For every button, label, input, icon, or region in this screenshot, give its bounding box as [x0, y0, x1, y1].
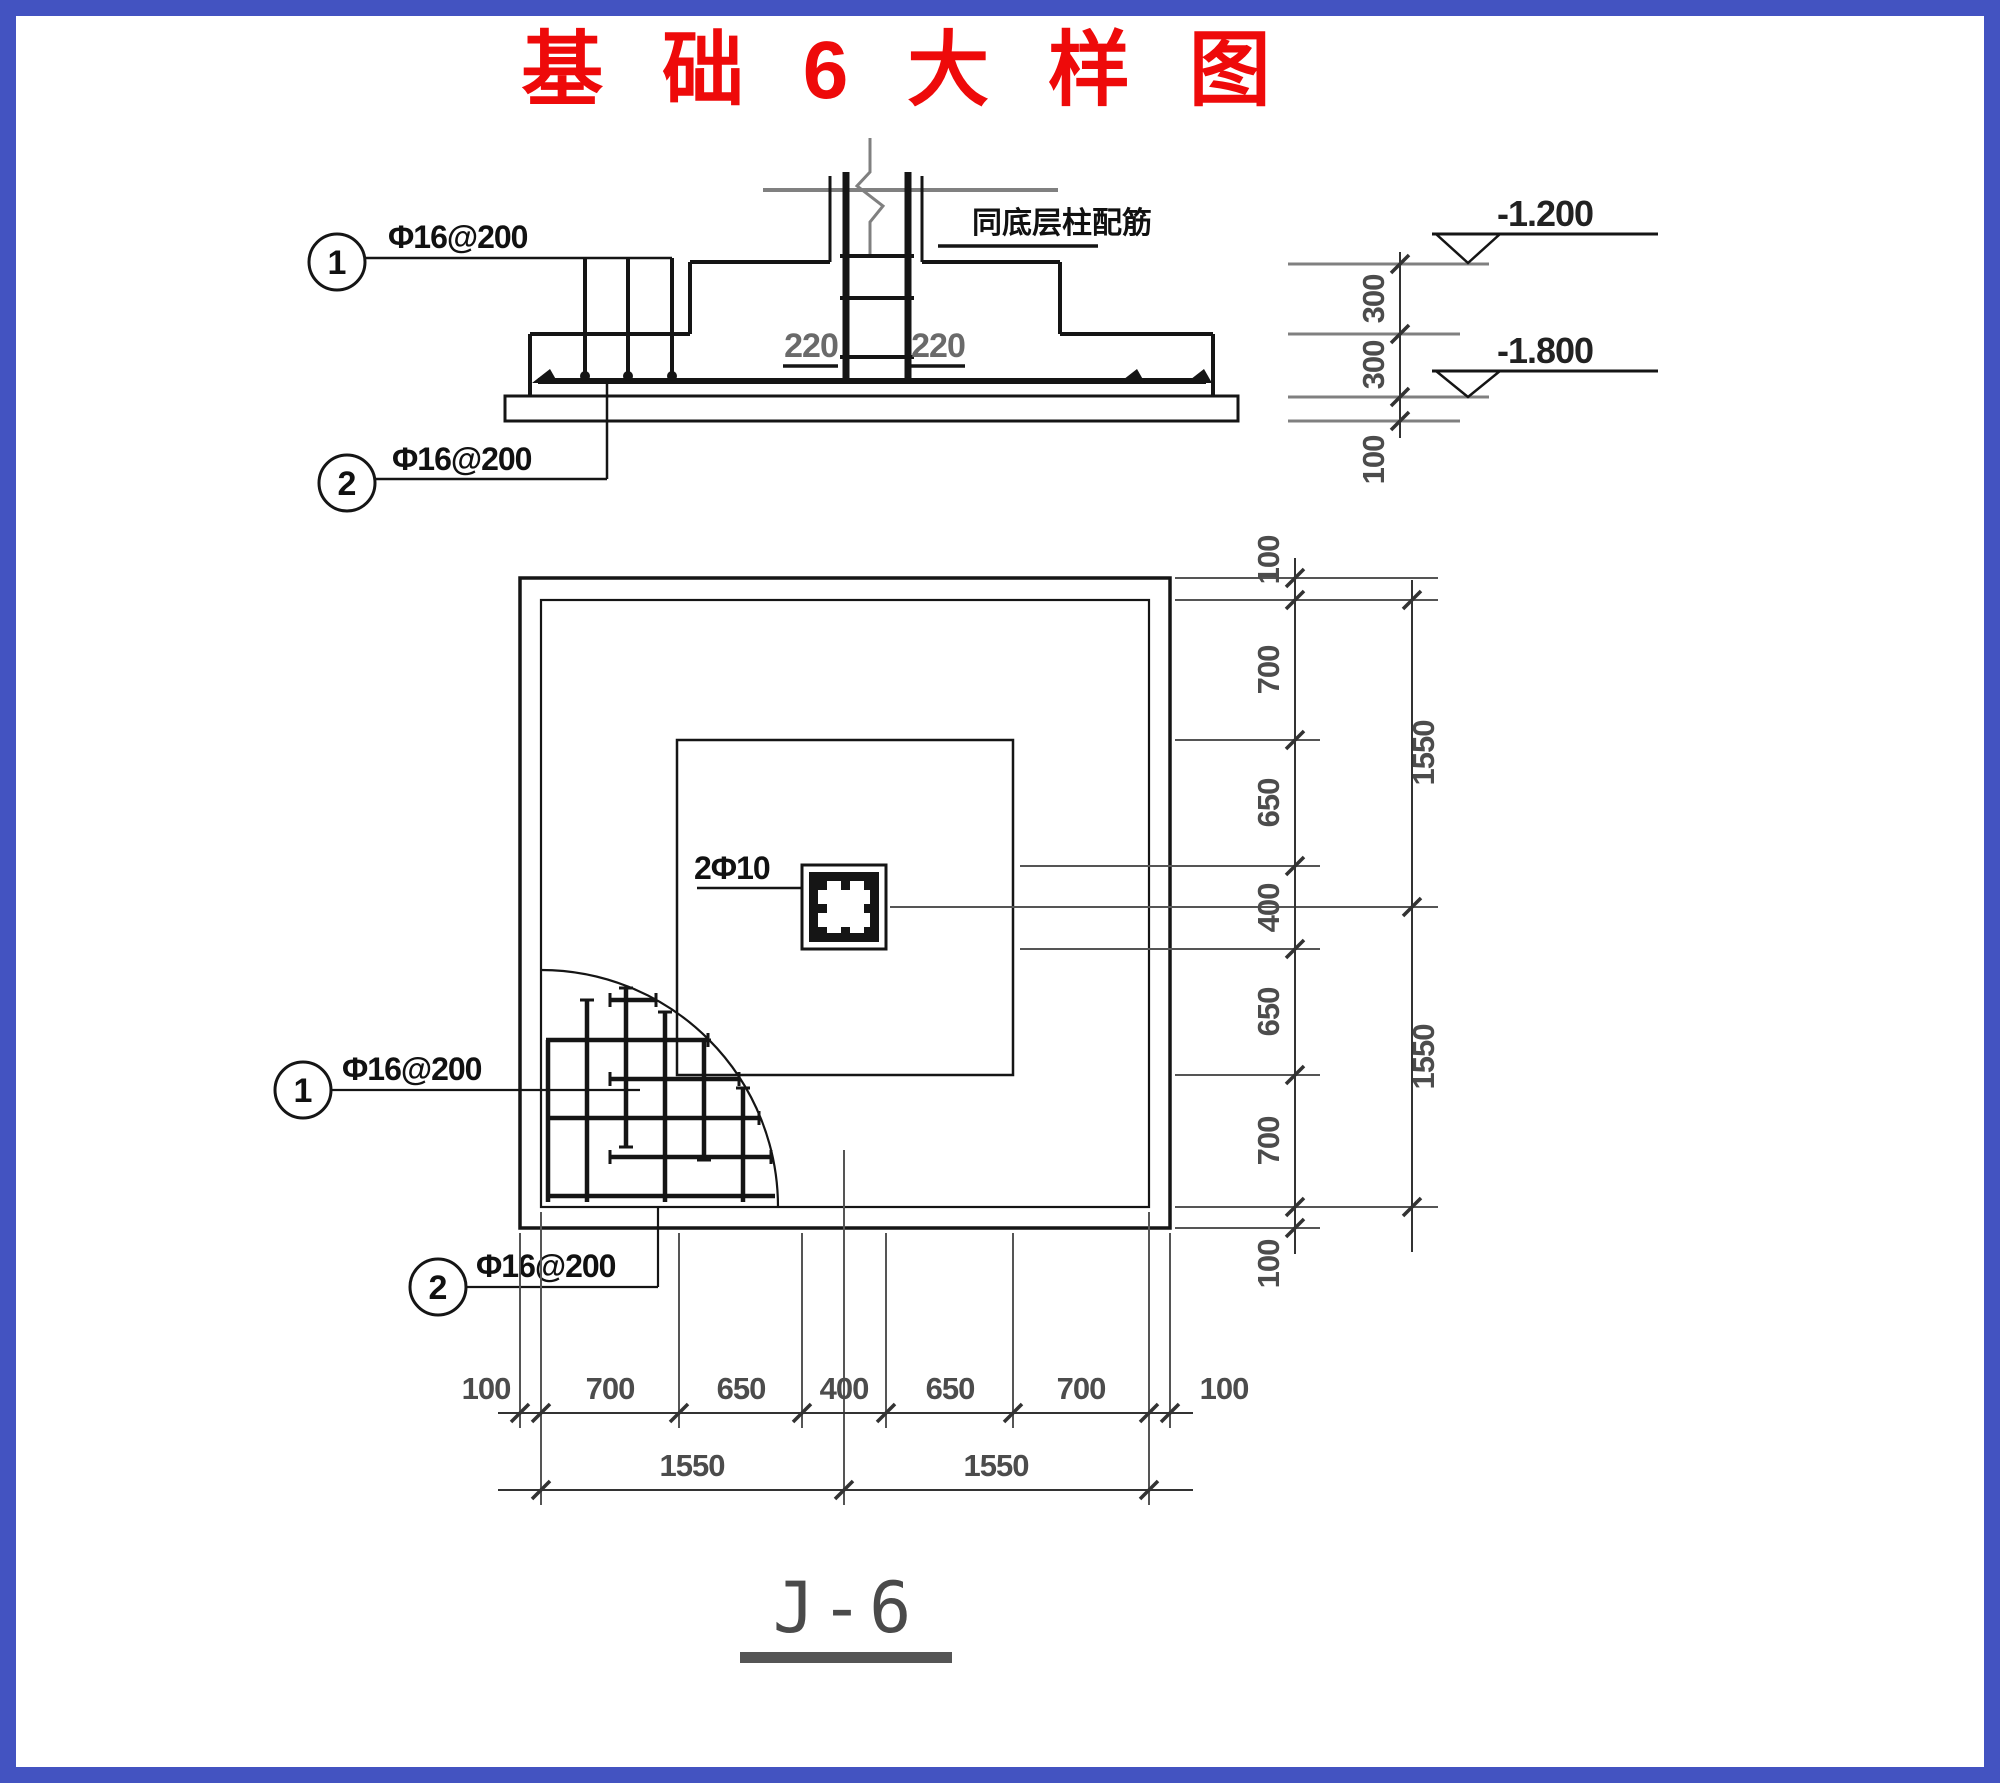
- cushion-layer: [503, 394, 1240, 423]
- rtotal-1: 1550: [1406, 1025, 1441, 1090]
- dowel-bars: [583, 256, 674, 377]
- stirrup: [809, 872, 879, 942]
- bdim-0: 100: [462, 1371, 511, 1406]
- extension-lines: [519, 1150, 1171, 1505]
- rdim-5: 700: [1251, 1117, 1286, 1166]
- figure-underline: [740, 1652, 952, 1663]
- rebar-spec-label: Φ16@200: [476, 1248, 616, 1284]
- rebar-dot: [818, 927, 827, 936]
- section-view: 1 Φ16@200 2 Φ16@200 220 220 同底层柱配筋: [307, 138, 1658, 513]
- rdim-6: 100: [1251, 1240, 1286, 1289]
- column-plan-section: [800, 863, 888, 951]
- rebar-spec-label: Φ16@200: [388, 219, 528, 255]
- bdim-3: 400: [820, 1371, 869, 1406]
- section-callout-1: 1 Φ16@200: [307, 219, 585, 292]
- plan-view: 2Φ10: [273, 576, 1172, 1317]
- column-rebar-label: 2Φ10: [694, 850, 802, 890]
- mat-bars-horizontal: [546, 997, 775, 1199]
- dim-220-left: 220: [784, 327, 838, 365]
- rebar-hook: [532, 369, 558, 383]
- bdim-1: 700: [586, 1371, 635, 1406]
- right-dimension-chain: 100 700 650 400 650 700 100 1550 1550: [890, 536, 1441, 1289]
- dim-ticks: [509, 1402, 1181, 1424]
- vdim-300-upper: 300: [1356, 275, 1391, 324]
- btotal-0: 1550: [660, 1448, 725, 1483]
- level-value-lower: -1.800: [1497, 330, 1593, 371]
- vdim-300-lower: 300: [1356, 341, 1391, 390]
- rdim-0: 100: [1251, 536, 1286, 585]
- bar-hooks: [580, 986, 773, 1164]
- rebar-dot: [864, 904, 873, 913]
- callout-number: 2: [338, 465, 357, 503]
- dim-ticks: [1401, 589, 1423, 1218]
- level-value-upper: -1.200: [1497, 193, 1593, 234]
- level-triangle-icon: [1432, 232, 1504, 265]
- bdim-4: 650: [926, 1371, 975, 1406]
- level-triangle-icon: [1432, 369, 1504, 399]
- bdim-5: 700: [1057, 1371, 1106, 1406]
- rebar-dot: [864, 927, 873, 936]
- rdim-1: 700: [1251, 646, 1286, 695]
- dim-220-right: 220: [911, 327, 965, 365]
- rdim-3: 400: [1251, 884, 1286, 933]
- callout-bubble-2: [317, 453, 377, 513]
- callout-number: 1: [328, 244, 347, 282]
- figure-label: J-6: [740, 1567, 952, 1663]
- footing-outline: [503, 260, 1240, 423]
- level-marker-upper: -1.200: [1432, 193, 1658, 265]
- rebar-dot: [864, 881, 873, 890]
- column-section: [828, 172, 924, 378]
- rebar-spec-label: Φ16@200: [392, 441, 532, 477]
- plan-callout-1: 1 Φ16@200: [273, 1051, 640, 1120]
- column-width-dims: 220 220: [783, 327, 966, 368]
- rebar-hook: [1186, 369, 1212, 383]
- figure-name: J-6: [773, 1567, 917, 1649]
- callout-number: 2: [429, 1269, 448, 1307]
- bdim-2: 650: [717, 1371, 766, 1406]
- rdim-4: 650: [1251, 988, 1286, 1037]
- rebar-dot: [841, 881, 850, 890]
- extension-lines: [890, 577, 1438, 1229]
- rdim-2: 650: [1251, 779, 1286, 828]
- bottom-mat-rebar: [532, 369, 1212, 384]
- page-title: 基 础 6 大 样 图: [521, 25, 1289, 116]
- level-marker-lower: -1.800: [1432, 330, 1658, 399]
- vdim-100: 100: [1356, 436, 1391, 485]
- rebar-dot: [841, 927, 850, 936]
- section-callout-2: 2 Φ16@200: [317, 381, 609, 513]
- callout-bubble-1: [307, 232, 367, 292]
- dim-ticks: [530, 1479, 1160, 1501]
- rebar-dot: [818, 881, 827, 890]
- rebar-spec-label: Φ16@200: [342, 1051, 482, 1087]
- column-note-text: 同底层柱配筋: [972, 207, 1152, 240]
- callout-number: 1: [294, 1072, 313, 1110]
- rtotal-0: 1550: [1406, 721, 1441, 786]
- cushion-edge-plan: [518, 576, 1172, 1230]
- btotal-1: 1550: [964, 1448, 1029, 1483]
- column-break-symbol: [854, 138, 886, 256]
- column-note: 同底层柱配筋: [938, 207, 1152, 248]
- dim-ticks: [1284, 567, 1306, 1239]
- rebar-zone: [540, 968, 780, 1208]
- callout-bubble-1: [273, 1060, 333, 1120]
- bdim-6: 100: [1200, 1371, 1249, 1406]
- rebar-hook: [1119, 369, 1145, 383]
- level-dimensions: 300 300 100 -1.200 -1.800: [1288, 193, 1658, 484]
- rebar-dot: [818, 904, 827, 913]
- bottom-dimension-chain: 100 700 650 400 650 700 100 1550 1550: [462, 1150, 1249, 1505]
- column-rebar-spec: 2Φ10: [694, 850, 770, 886]
- plan-callout-2: 2 Φ16@200: [408, 1207, 660, 1317]
- callout-bubble-2: [408, 1257, 468, 1317]
- mat-bars-vertical: [545, 988, 746, 1202]
